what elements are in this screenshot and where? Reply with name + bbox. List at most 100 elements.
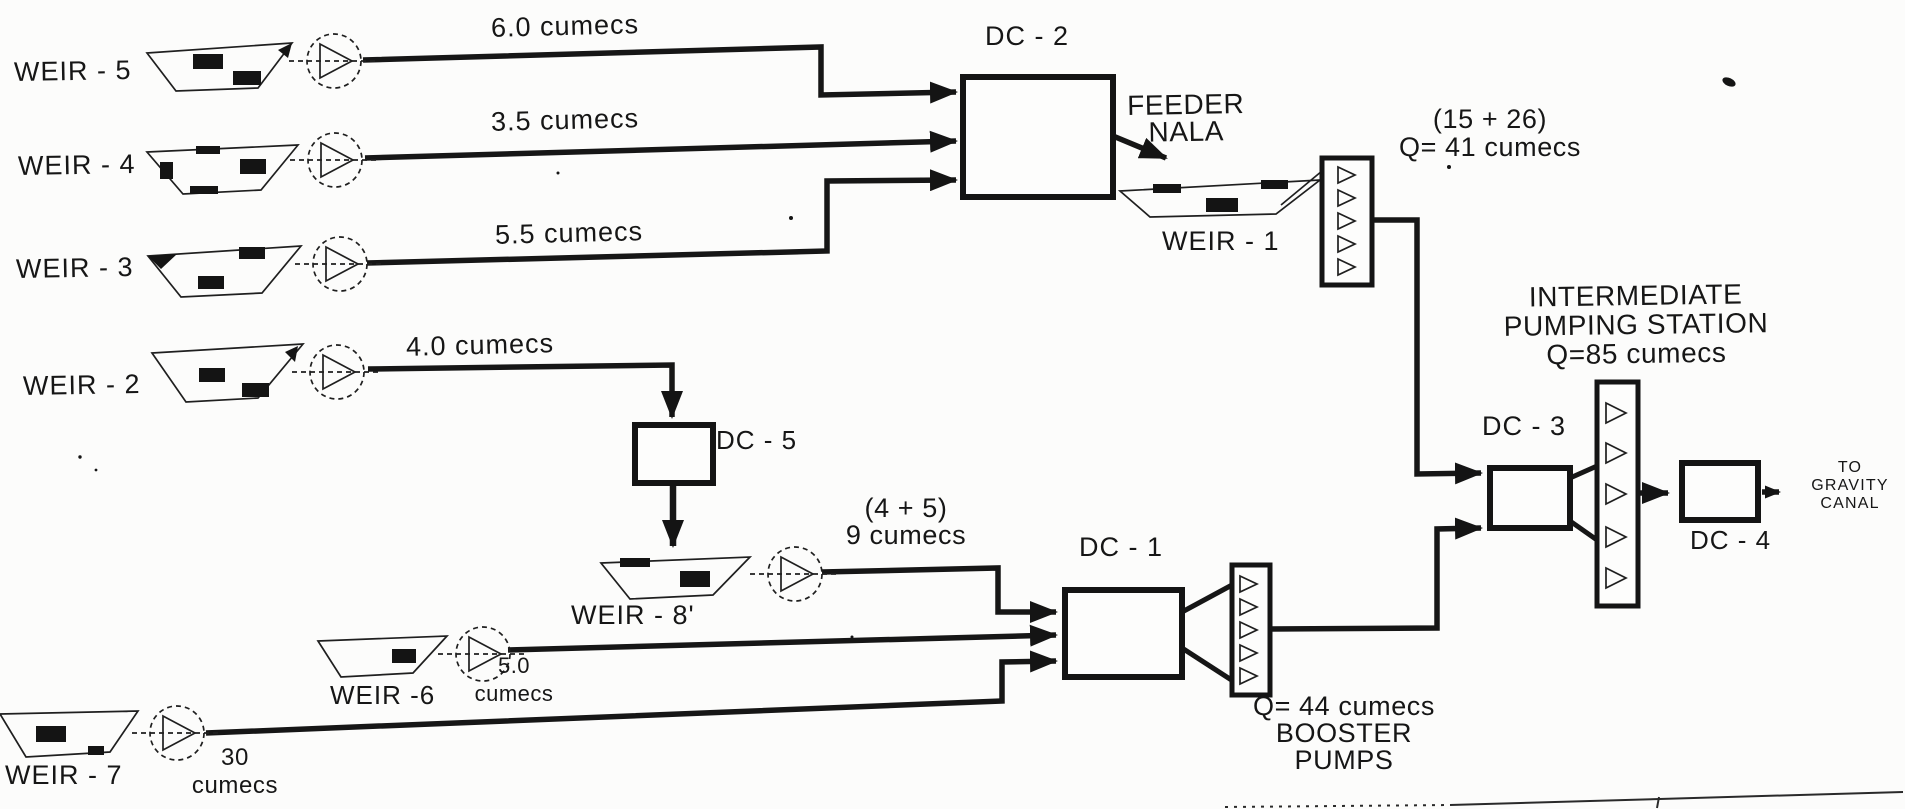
weir-2-label: WEIR - 2 <box>22 368 141 402</box>
flow-line-weir6-to-dc1 <box>507 624 1058 653</box>
booster-pumps-label-block: Q= 44 cumecs BOOSTER PUMPS <box>1240 693 1448 774</box>
weir1-to-pumps-connector <box>1280 170 1323 206</box>
weir-1-symbol <box>1117 179 1323 218</box>
weir-gate-blob <box>36 726 66 742</box>
dc3-to-ips-fan-top <box>1568 463 1599 481</box>
intermediate-pump-battery <box>1594 379 1641 609</box>
weir-gate-blob <box>1153 184 1181 193</box>
flow-line-weir1-pumps-to-dc3 <box>1372 217 1483 485</box>
feeder-nala-line1: FEEDER <box>1126 87 1245 122</box>
weir-gate-blob <box>196 146 220 154</box>
outfall-line1: TO <box>1837 459 1863 476</box>
flow-line-weir2-to-dc5 <box>367 362 683 419</box>
weir-outline <box>150 343 305 403</box>
ink-speck <box>850 635 854 639</box>
flow-line-weir8-to-dc1 <box>821 565 1058 623</box>
main-pumps-sum-label: (15 + 26) <box>1432 104 1548 134</box>
pump-weir-3-icon <box>294 236 386 292</box>
pump-weir-5-icon <box>288 33 380 89</box>
page-edge-line <box>1224 804 1451 808</box>
weir-gate-blob <box>160 162 173 179</box>
main-pumps-q-label-block: (15 + 26) Q= 41 cumecs <box>1386 105 1594 161</box>
outfall-line3: CANAL <box>1820 495 1880 512</box>
flow-weir7-value-label: 30 <box>221 744 249 771</box>
dc3-to-ips-fan-bottom <box>1568 518 1599 543</box>
pump-weir-2-icon <box>291 344 383 400</box>
feeder-nala-arrow <box>1111 133 1168 161</box>
ink-speck <box>94 468 98 472</box>
weir-3-label: WEIR - 3 <box>15 251 134 285</box>
dc5-box <box>632 422 716 486</box>
weir-4-symbol <box>145 144 300 195</box>
weir-outline <box>145 144 300 195</box>
weir-gate-blob <box>190 186 218 194</box>
dc1-label: DC - 1 <box>1079 532 1164 562</box>
flow-weir4-label: 3.5 cumecs <box>490 103 640 137</box>
ips-line2: PUMPING STATION <box>1503 307 1769 342</box>
flow-weir3-label: 5.5 cumecs <box>494 216 644 250</box>
weir-gate-blob <box>148 254 177 269</box>
flow-line-weir7-to-dc1 <box>205 650 1058 736</box>
pump-weir-4-icon <box>289 132 381 188</box>
weir-gate-blob <box>199 368 225 382</box>
flow-line-weir4-to-dc2 <box>364 130 958 161</box>
page-edge-line <box>1449 791 1904 806</box>
flow-line-weir3-to-dc2 <box>366 169 958 266</box>
booster-line2: PUMPS <box>1294 745 1394 775</box>
flow-weir5-label: 6.0 cumecs <box>490 9 640 43</box>
weir-gate-blob <box>1261 180 1288 189</box>
ink-speck <box>1447 165 1451 169</box>
weir-outline <box>599 556 753 600</box>
ips-q-label: Q=85 cumecs <box>1546 336 1727 371</box>
flow-line-weir5-to-dc2 <box>362 44 958 104</box>
weir-gate-blob <box>620 558 650 567</box>
weir-tip-mark <box>278 43 292 58</box>
weir-outline <box>1117 179 1323 218</box>
weir-7-symbol <box>0 710 140 758</box>
intermediate-pumping-station-label-block: INTERMEDIATE PUMPING STATION Q=85 cumecs <box>1479 279 1792 371</box>
weir-gate-blob <box>242 383 269 397</box>
ink-speck <box>789 216 793 220</box>
booster-q-label: Q= 44 cumecs <box>1252 691 1436 721</box>
weir1-pump-battery <box>1319 155 1375 288</box>
pump-battery-outline <box>1319 155 1375 288</box>
flow-weir6-value-label: 5.0 <box>497 653 531 678</box>
flow-weir6-label-block: 5.0 cumecs <box>452 652 576 708</box>
ink-speck <box>78 455 82 459</box>
flow-weir8-sum-label: (4 + 5) <box>864 493 948 523</box>
weir-gate-blob <box>88 746 104 755</box>
dc1-to-booster-fan-bottom <box>1180 645 1235 684</box>
weir-gate-blob <box>240 159 266 174</box>
weir-5-label: WEIR - 5 <box>13 54 132 88</box>
page-edge-tick <box>1656 796 1660 809</box>
flow-weir7-label-block: 30 cumecs <box>168 744 302 800</box>
weir-outline <box>145 42 294 92</box>
weir-5-symbol <box>145 42 294 92</box>
pump-battery-outline <box>1594 379 1641 609</box>
feeder-nala-label-block: FEEDER NALA <box>1118 87 1255 148</box>
flow-weir8-label: 9 cumecs <box>845 520 967 550</box>
main-pumps-q-label: Q= 41 cumecs <box>1398 132 1582 162</box>
dc1-to-booster-fan-top <box>1180 582 1234 615</box>
dc4-label: DC - 4 <box>1690 525 1772 555</box>
flow-weir7-unit-label: cumecs <box>191 772 279 799</box>
weir-outline <box>0 710 140 758</box>
weir-1-label: WEIR - 1 <box>1162 226 1280 256</box>
ink-speck <box>556 171 560 175</box>
outfall-line2: GRAVITY <box>1811 477 1889 494</box>
flow-weir8-label-block: (4 + 5) 9 cumecs <box>806 495 1006 549</box>
dc5-label: DC - 5 <box>716 425 798 455</box>
dc2-label: DC - 2 <box>985 21 1070 51</box>
weir-gate-blob <box>198 276 224 289</box>
dc3-label: DC - 3 <box>1482 411 1567 441</box>
gravity-canal-label-block: TO GRAVITY CANAL <box>1794 459 1905 513</box>
weir-gate-blob <box>1206 198 1238 212</box>
ink-speck <box>1722 77 1736 87</box>
dc3-box <box>1487 465 1573 531</box>
weir-gate-blob <box>193 54 223 69</box>
dc1-box <box>1062 587 1185 680</box>
weir-7-label: WEIR - 7 <box>5 760 123 790</box>
booster-pump-battery <box>1229 562 1273 698</box>
